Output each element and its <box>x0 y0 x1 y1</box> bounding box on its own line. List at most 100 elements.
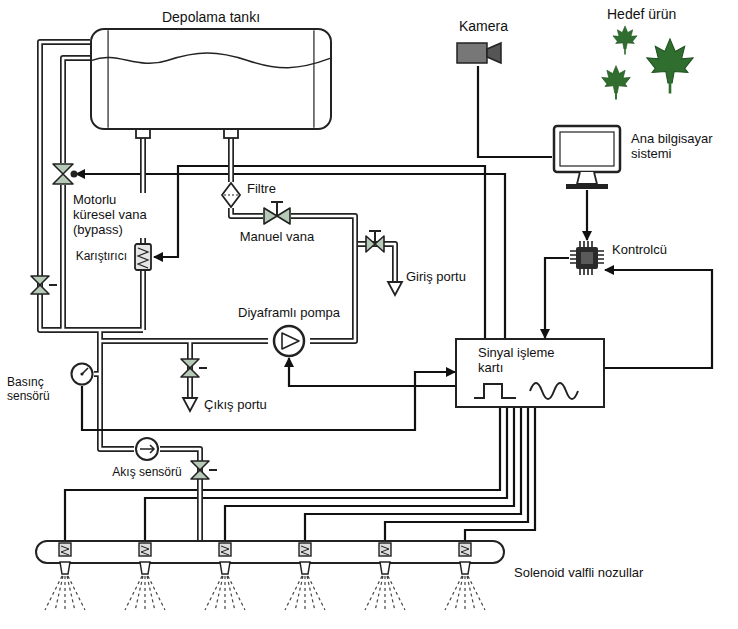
tank-outlets <box>136 129 238 138</box>
diaphragm-pump: Diyaframlı pompa <box>268 324 310 358</box>
wire-line <box>605 270 712 368</box>
gauge-icon <box>80 372 83 375</box>
solenoid-nozzles <box>35 540 505 564</box>
filter-icon <box>221 182 241 208</box>
signal-wire <box>82 372 455 430</box>
signal-wire <box>587 190 588 240</box>
solenoid-nozzles <box>381 546 389 555</box>
solenoid-nozzles <box>140 562 150 574</box>
signal-wire <box>545 258 569 338</box>
card-title: Sinyal işleme kartı <box>477 346 583 376</box>
filter-icon <box>222 183 240 207</box>
pipe-outline <box>63 58 90 163</box>
wire-line <box>154 166 485 338</box>
valve-icon <box>53 164 73 184</box>
pump-icon <box>268 324 310 358</box>
tank-liquid <box>107 30 108 127</box>
solenoid-nozzles <box>139 543 151 556</box>
flow-sensor: Akış sensörü <box>134 436 160 462</box>
valve-icon <box>50 163 76 185</box>
port-label: Giriş portu <box>405 270 467 285</box>
valve-symbols <box>209 469 217 471</box>
mixer-icon <box>132 243 154 271</box>
solenoid-nozzles <box>285 576 325 612</box>
filter-icon <box>224 194 238 195</box>
controller-chip: Kontrolcü <box>569 240 605 276</box>
computer-label: Ana bilgisayar sistemi <box>630 132 728 162</box>
pipe-bore <box>355 244 395 282</box>
filter-label: Filtre <box>246 182 277 197</box>
valve-symbols <box>191 461 209 479</box>
solenoid-nozzles <box>59 543 71 556</box>
pump-icon <box>282 333 299 349</box>
valve-symbols <box>181 359 199 377</box>
tank-liquid <box>92 53 330 68</box>
tank-outlets <box>224 129 238 138</box>
solenoid-nozzles <box>379 543 391 556</box>
solenoid-nozzles <box>221 546 229 555</box>
valve-symbols <box>31 231 384 479</box>
flow-icon <box>136 438 158 460</box>
target-leaves <box>669 71 672 93</box>
target-leaves <box>602 26 693 100</box>
valve-symbols <box>374 231 376 244</box>
pipe-bore <box>100 340 268 343</box>
tank-liquid <box>92 30 330 128</box>
signal-wire <box>154 166 485 338</box>
valve-icon <box>276 202 278 216</box>
pump-icon <box>274 326 304 356</box>
sensor-label: Akış sensörü <box>111 466 182 480</box>
target-leaves <box>647 39 693 94</box>
chip-icon <box>569 240 605 276</box>
manifold-label: Solenoid valfli nozullar <box>513 566 644 581</box>
flow-icon <box>140 445 154 453</box>
mixer-icon <box>135 244 151 270</box>
signal-wire <box>478 66 552 157</box>
flow-icon <box>134 436 160 462</box>
solenoid-nozzles <box>219 543 231 556</box>
solenoid-nozzles <box>459 543 471 556</box>
pressure-gauge: Basınç sensörü <box>70 362 94 386</box>
target-leaves <box>624 43 626 55</box>
port-cones <box>388 282 402 295</box>
solenoid-nozzles <box>125 576 165 612</box>
computer-monitor: Ana bilgisayar sistemi <box>552 124 622 190</box>
solenoid-nozzles <box>380 562 390 574</box>
pipe-bore <box>231 208 263 216</box>
target-label: Hedef ürün <box>606 6 677 22</box>
signal-card: Sinyal işleme kartı <box>455 338 605 408</box>
port-cones <box>183 398 197 411</box>
camera-icon: Kamera <box>456 40 502 66</box>
chip-icon <box>576 247 598 269</box>
solenoid-nozzles <box>365 576 405 612</box>
port-cones <box>183 282 402 411</box>
pipe-outline <box>100 330 134 449</box>
solenoid-nozzles <box>301 546 309 555</box>
pipe-outline <box>100 338 268 344</box>
sensor-label: Basınç sensörü <box>6 376 66 404</box>
tank-title: Depolama tankı <box>161 9 261 25</box>
wire-line <box>478 66 552 157</box>
mixer-symbol: Karıştırıcı <box>132 243 154 271</box>
wire-line <box>545 258 569 338</box>
target-leaves <box>613 26 637 55</box>
monitor-icon <box>577 172 597 184</box>
camera-label: Kamera <box>458 18 509 34</box>
pipe-outline <box>60 185 66 330</box>
solenoid-nozzles <box>205 576 245 612</box>
solenoid-nozzles <box>60 562 70 574</box>
gauge-icon <box>70 362 94 386</box>
valve-label: Manuel vana <box>239 230 315 245</box>
valve-symbols <box>49 284 57 286</box>
pipe-bore <box>94 373 100 376</box>
manual-valve: Manuel vana <box>263 206 291 226</box>
wire-line <box>586 190 588 240</box>
valve-symbols <box>369 230 381 232</box>
solenoid-nozzles <box>300 562 310 574</box>
solenoid-nozzles <box>461 546 469 555</box>
solenoid-nozzles <box>445 576 485 612</box>
chip-icon <box>570 241 604 275</box>
pipe-outline <box>140 271 146 330</box>
solenoid-nozzles <box>141 546 149 555</box>
